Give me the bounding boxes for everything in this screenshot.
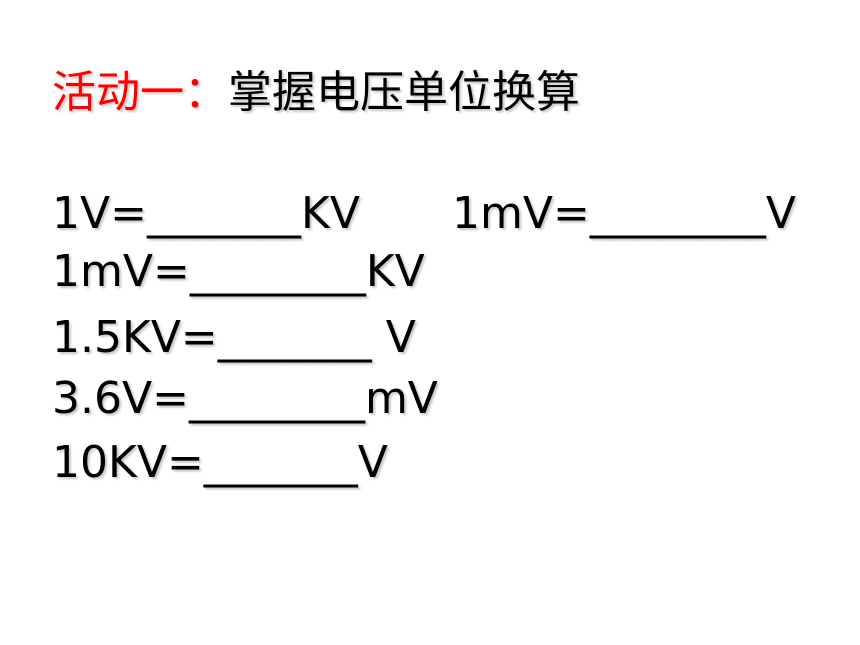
exercise-line-5: 10KV=_______V xyxy=(52,437,388,488)
exercise-line-2: 1mV=________KV xyxy=(52,246,425,297)
title-activity-label: 活动一： xyxy=(52,67,228,118)
exercise-line-1: 1V=_______KV xyxy=(52,188,360,239)
exercise-line-4: 3.6V=________mV xyxy=(52,373,438,424)
exercise-line-3: 1.5KV=_______ V xyxy=(52,312,416,363)
title-topic: 掌握电压单位换算 xyxy=(228,67,580,118)
slide-title: 活动一：掌握电压单位换算 xyxy=(52,58,580,128)
exercise-line-right: 1mV=________V xyxy=(452,188,796,239)
